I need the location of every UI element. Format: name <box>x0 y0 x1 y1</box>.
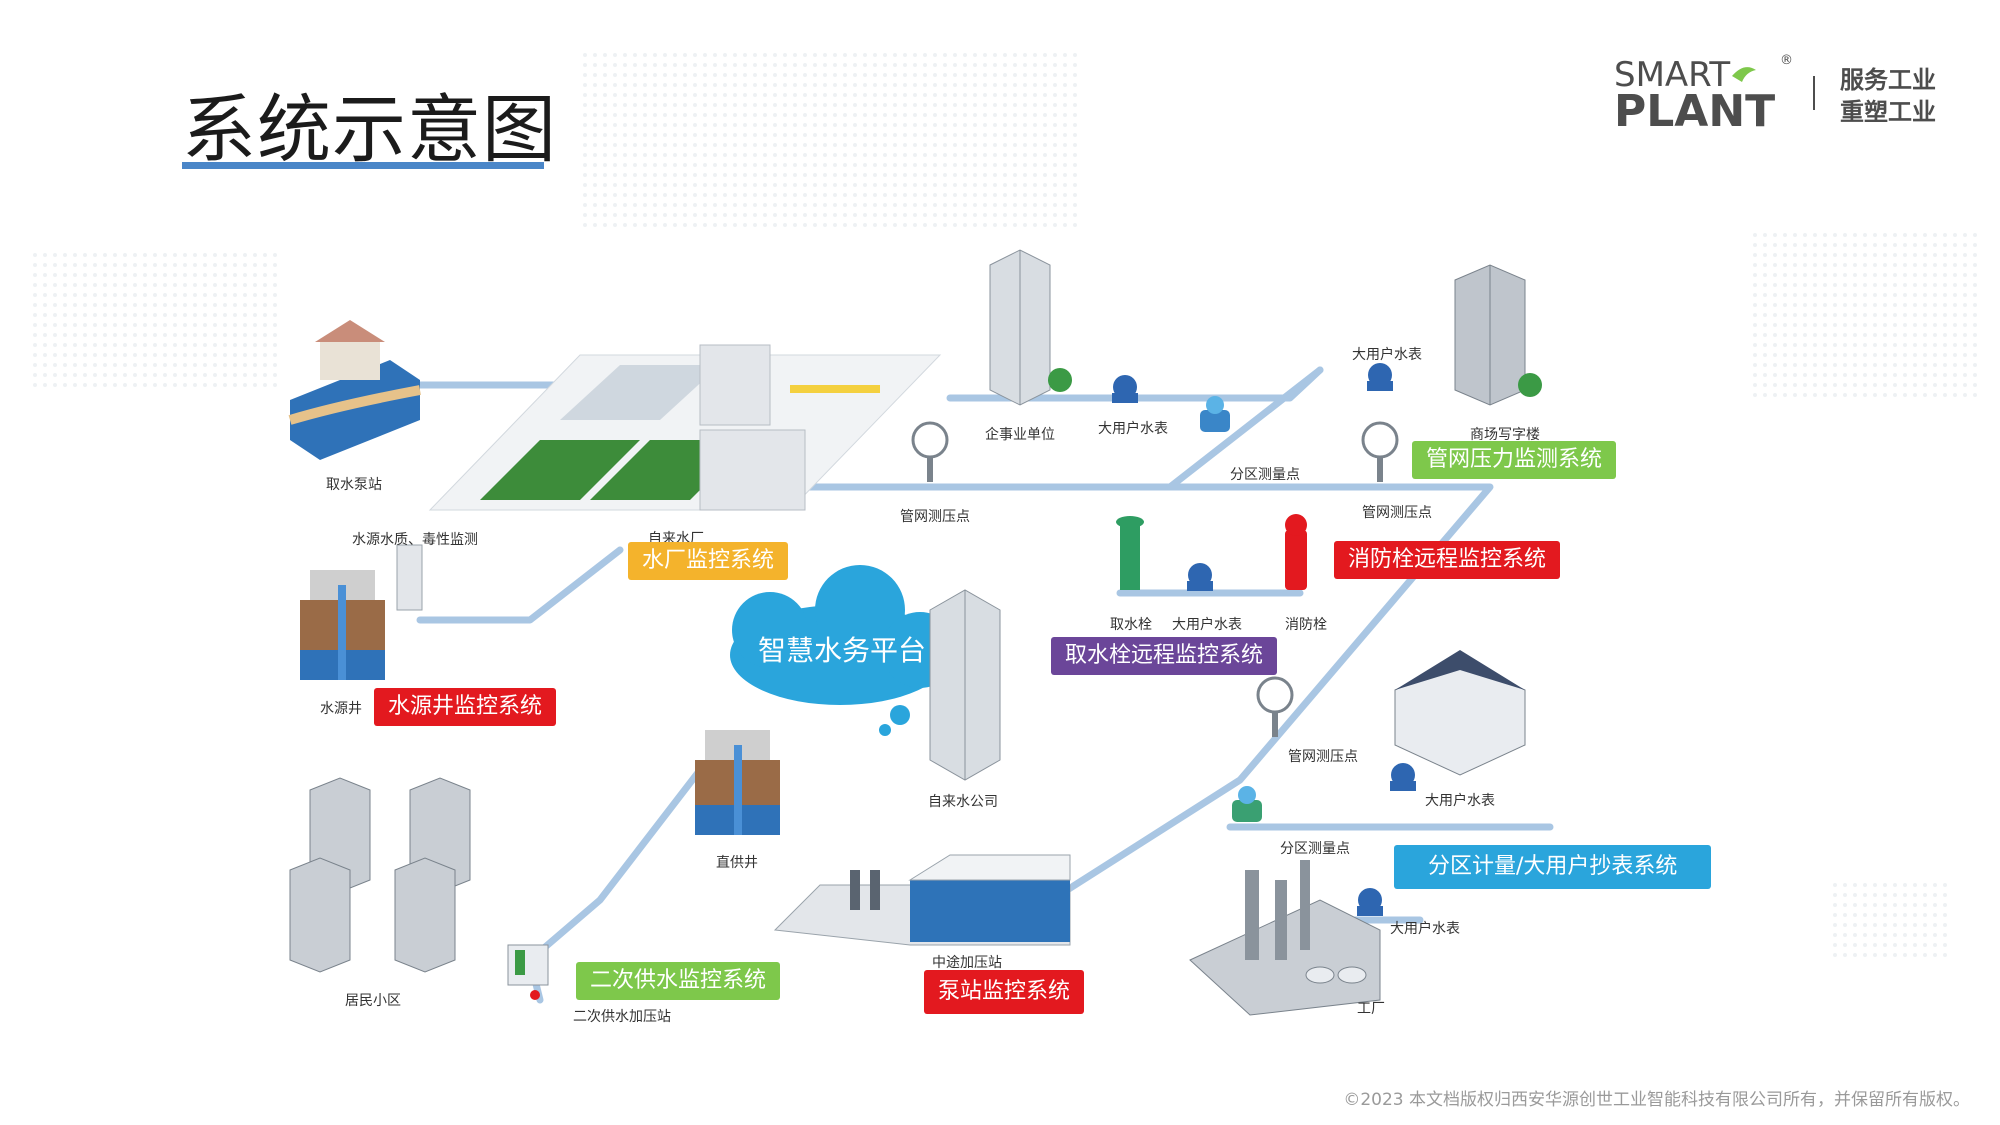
commercial-building <box>1454 264 1542 406</box>
big-meter-label-3: 大用户水表 <box>1172 617 1242 633</box>
secondary-booster-label: 二次供水加压站 <box>573 1009 671 1025</box>
water-company-label: 自来水公司 <box>928 794 998 810</box>
registered-mark: ® <box>1780 53 1793 68</box>
zone-metering-system: 分区计量/大用户抄表系统 <box>1394 845 1712 889</box>
pump-station-monitor-system: 泵站监控系统 <box>924 970 1085 1014</box>
logo-brand-top: SMART <box>1614 55 1730 95</box>
water-quality-monitor <box>396 544 423 611</box>
intake-hydrant-remote-system: 取水栓远程监控系统 <box>1051 637 1278 675</box>
pipe-pressure-label-2: 管网测压点 <box>1362 505 1432 521</box>
residential-label: 居民小区 <box>345 993 401 1009</box>
fire-hydrant-remote-system: 消防栓远程监控系统 <box>1334 541 1561 579</box>
fire-hydrant-label: 消防栓 <box>1285 617 1327 633</box>
page-title: 系统示意图 <box>182 87 557 173</box>
smart-plant-logo: SMART PLANT ® 服务工业 重塑工业 <box>1614 53 1936 137</box>
big-meter-label-2: 大用户水表 <box>1352 347 1422 363</box>
zone-meter-label-2: 分区测量点 <box>1280 841 1350 857</box>
copyright-notice: ©2023 本文档版权归西安华源创世工业智能科技有限公司所有，并保留所有版权。 <box>1343 1090 1970 1110</box>
fire-hydrant-icon <box>1285 514 1307 590</box>
intake-pump-station <box>288 320 421 460</box>
pipe-pressure-label-3: 管网测压点 <box>1288 749 1358 765</box>
water-meter-icon <box>1112 375 1138 403</box>
slogan-line2: 重塑工业 <box>1840 98 1936 126</box>
factory-complex <box>1189 860 1381 1016</box>
flow-meter-icon <box>1232 786 1262 822</box>
pipe-pressure-monitor-system: 管网压力监测系统 <box>1412 441 1617 479</box>
zone-meter-label-1: 分区测量点 <box>1230 467 1300 483</box>
intake-hydrant-icon <box>1116 516 1144 590</box>
water-meter-icon <box>1357 888 1383 916</box>
commercial-label: 商场写字楼 <box>1470 427 1540 443</box>
logo-brand-bottom: PLANT <box>1614 86 1775 137</box>
residential-buildings <box>289 777 471 973</box>
big-meter-label-5: 大用户水表 <box>1390 921 1460 937</box>
waterworks-plant <box>428 344 942 511</box>
pipe-pressure-label-1: 管网测压点 <box>900 509 970 525</box>
enterprise-label: 企事业单位 <box>985 427 1055 443</box>
source-well-label: 水源井 <box>320 701 362 717</box>
intake-hydrant-label: 取水栓 <box>1110 617 1152 633</box>
intake-pump-label: 取水泵站 <box>326 477 382 493</box>
midway-booster-station <box>773 854 1071 946</box>
pressure-gauge-icon <box>911 421 949 482</box>
water-meter-icon <box>1187 563 1213 591</box>
pressure-gauge-icon <box>1256 676 1294 737</box>
enterprise-building <box>989 249 1072 406</box>
water-company-building <box>929 589 1001 781</box>
water-meter-icon <box>1390 763 1416 791</box>
slogan-line1: 服务工业 <box>1840 66 1936 94</box>
secondary-supply-monitor-system: 二次供水监控系统 <box>576 962 781 1000</box>
factory-label: 工厂 <box>1357 1001 1385 1017</box>
direct-well-label: 直供井 <box>716 855 758 871</box>
pipe-network <box>376 366 1554 1004</box>
water-quality-label: 水源水质、毒性监测 <box>352 532 478 548</box>
midway-booster-label: 中途加压站 <box>932 955 1002 971</box>
waterworks-monitor-system: 水厂监控系统 <box>628 542 789 580</box>
platform-label: 智慧水务平台 <box>758 634 926 667</box>
direct-supply-well <box>695 730 780 835</box>
smart-water-platform-cloud <box>730 565 958 736</box>
office-building <box>1394 650 1526 776</box>
title-underline <box>182 162 544 169</box>
leaf-icon <box>1732 67 1756 82</box>
source-well-monitor-system: 水源井监控系统 <box>374 688 557 726</box>
world-map-background <box>30 50 1980 960</box>
big-meter-label-1: 大用户水表 <box>1098 421 1168 437</box>
pressure-gauge-icon <box>1361 421 1399 482</box>
big-meter-label-4: 大用户水表 <box>1425 793 1495 809</box>
flow-meter-icon <box>1200 396 1230 432</box>
water-meter-icon <box>1367 363 1393 391</box>
source-well <box>300 570 385 680</box>
secondary-booster-station <box>507 944 549 1000</box>
